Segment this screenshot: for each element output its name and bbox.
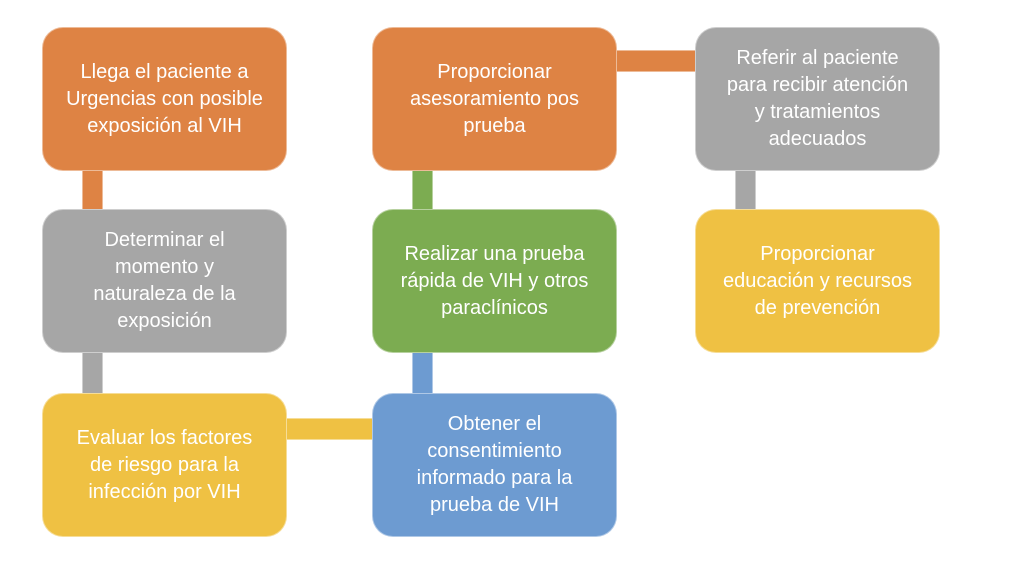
node-consentimiento-informado: Obtener el consentimiento informado para…: [372, 393, 617, 537]
connector-llegada-determinar: [82, 168, 103, 212]
node-determinar-exposicion-label: Determinar el momento y naturaleza de la…: [93, 229, 236, 332]
node-evaluar-factores-riesgo: Evaluar los factores de riesgo para la i…: [42, 393, 287, 537]
node-evaluar-factores-riesgo-label: Evaluar los factores de riesgo para la i…: [76, 426, 253, 503]
connector-determinar-evaluar: [82, 350, 103, 394]
connector-prueba-asesoramiento: [412, 168, 433, 212]
node-consentimiento-informado-label: Obtener el consentimiento informado para…: [416, 413, 573, 516]
node-referir-paciente-label: Referir al paciente para recibir atenció…: [726, 47, 909, 150]
connector-consentimiento-prueba: [412, 350, 433, 394]
node-determinar-exposicion: Determinar el momento y naturaleza de la…: [42, 209, 287, 353]
connector-evaluar-consentimiento: [285, 418, 374, 440]
connector-asesoramiento-referir: [614, 50, 697, 72]
node-prueba-rapida-vih: Realizar una prueba rápida de VIH y otro…: [372, 209, 617, 353]
connector-referir-educacion: [735, 168, 756, 212]
node-referir-paciente: Referir al paciente para recibir atenció…: [695, 27, 940, 171]
node-prueba-rapida-vih-label: Realizar una prueba rápida de VIH y otro…: [400, 242, 589, 319]
node-asesoramiento-pos-prueba: Proporcionar asesoramiento pos prueba: [372, 27, 617, 171]
node-educacion-prevencion: Proporcionar educación y recursos de pre…: [695, 209, 940, 353]
node-asesoramiento-pos-prueba-label: Proporcionar asesoramiento pos prueba: [410, 60, 579, 137]
node-llegada-urgencias-label: Llega el paciente a Urgencias con posibl…: [66, 60, 263, 137]
node-llegada-urgencias: Llega el paciente a Urgencias con posibl…: [42, 27, 287, 171]
node-educacion-prevencion-label: Proporcionar educación y recursos de pre…: [723, 242, 912, 319]
